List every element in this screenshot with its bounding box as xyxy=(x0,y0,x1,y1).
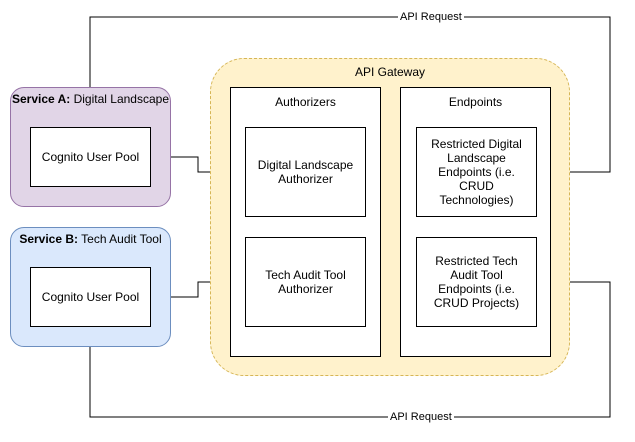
api-request-top-label: API Request xyxy=(398,11,464,23)
restricted-dl-endpoints: Restricted Digital Landscape Endpoints (… xyxy=(416,127,537,217)
api-request-bottom-label: API Request xyxy=(388,411,454,423)
api-gateway-title: API Gateway xyxy=(354,65,426,79)
endpoints-title: Endpoints xyxy=(448,95,503,109)
authorizers-title: Authorizers xyxy=(275,95,336,109)
api-request-bottom-line xyxy=(89,278,611,418)
restricted-tat-endpoints: Restricted Tech Audit Tool Endpoints (i.… xyxy=(416,237,537,327)
service-b-title: Service B: Tech Audit Tool xyxy=(11,232,170,246)
tech-audit-authorizer: Tech Audit Tool Authorizer xyxy=(245,237,366,327)
service-a-title-bold: Service A: xyxy=(12,92,71,106)
digital-landscape-authorizer: Digital Landscape Authorizer xyxy=(245,127,366,217)
api-request-top-line xyxy=(89,16,611,176)
service-a-title: Service A: Digital Landscape xyxy=(11,92,170,106)
service-b-user-pool: Cognito User Pool xyxy=(30,267,151,327)
service-b-title-bold: Service B: xyxy=(19,232,79,246)
service-b-title-rest: Tech Audit Tool xyxy=(78,232,162,246)
service-a-title-rest: Digital Landscape xyxy=(70,92,169,106)
service-a-user-pool: Cognito User Pool xyxy=(30,127,151,187)
